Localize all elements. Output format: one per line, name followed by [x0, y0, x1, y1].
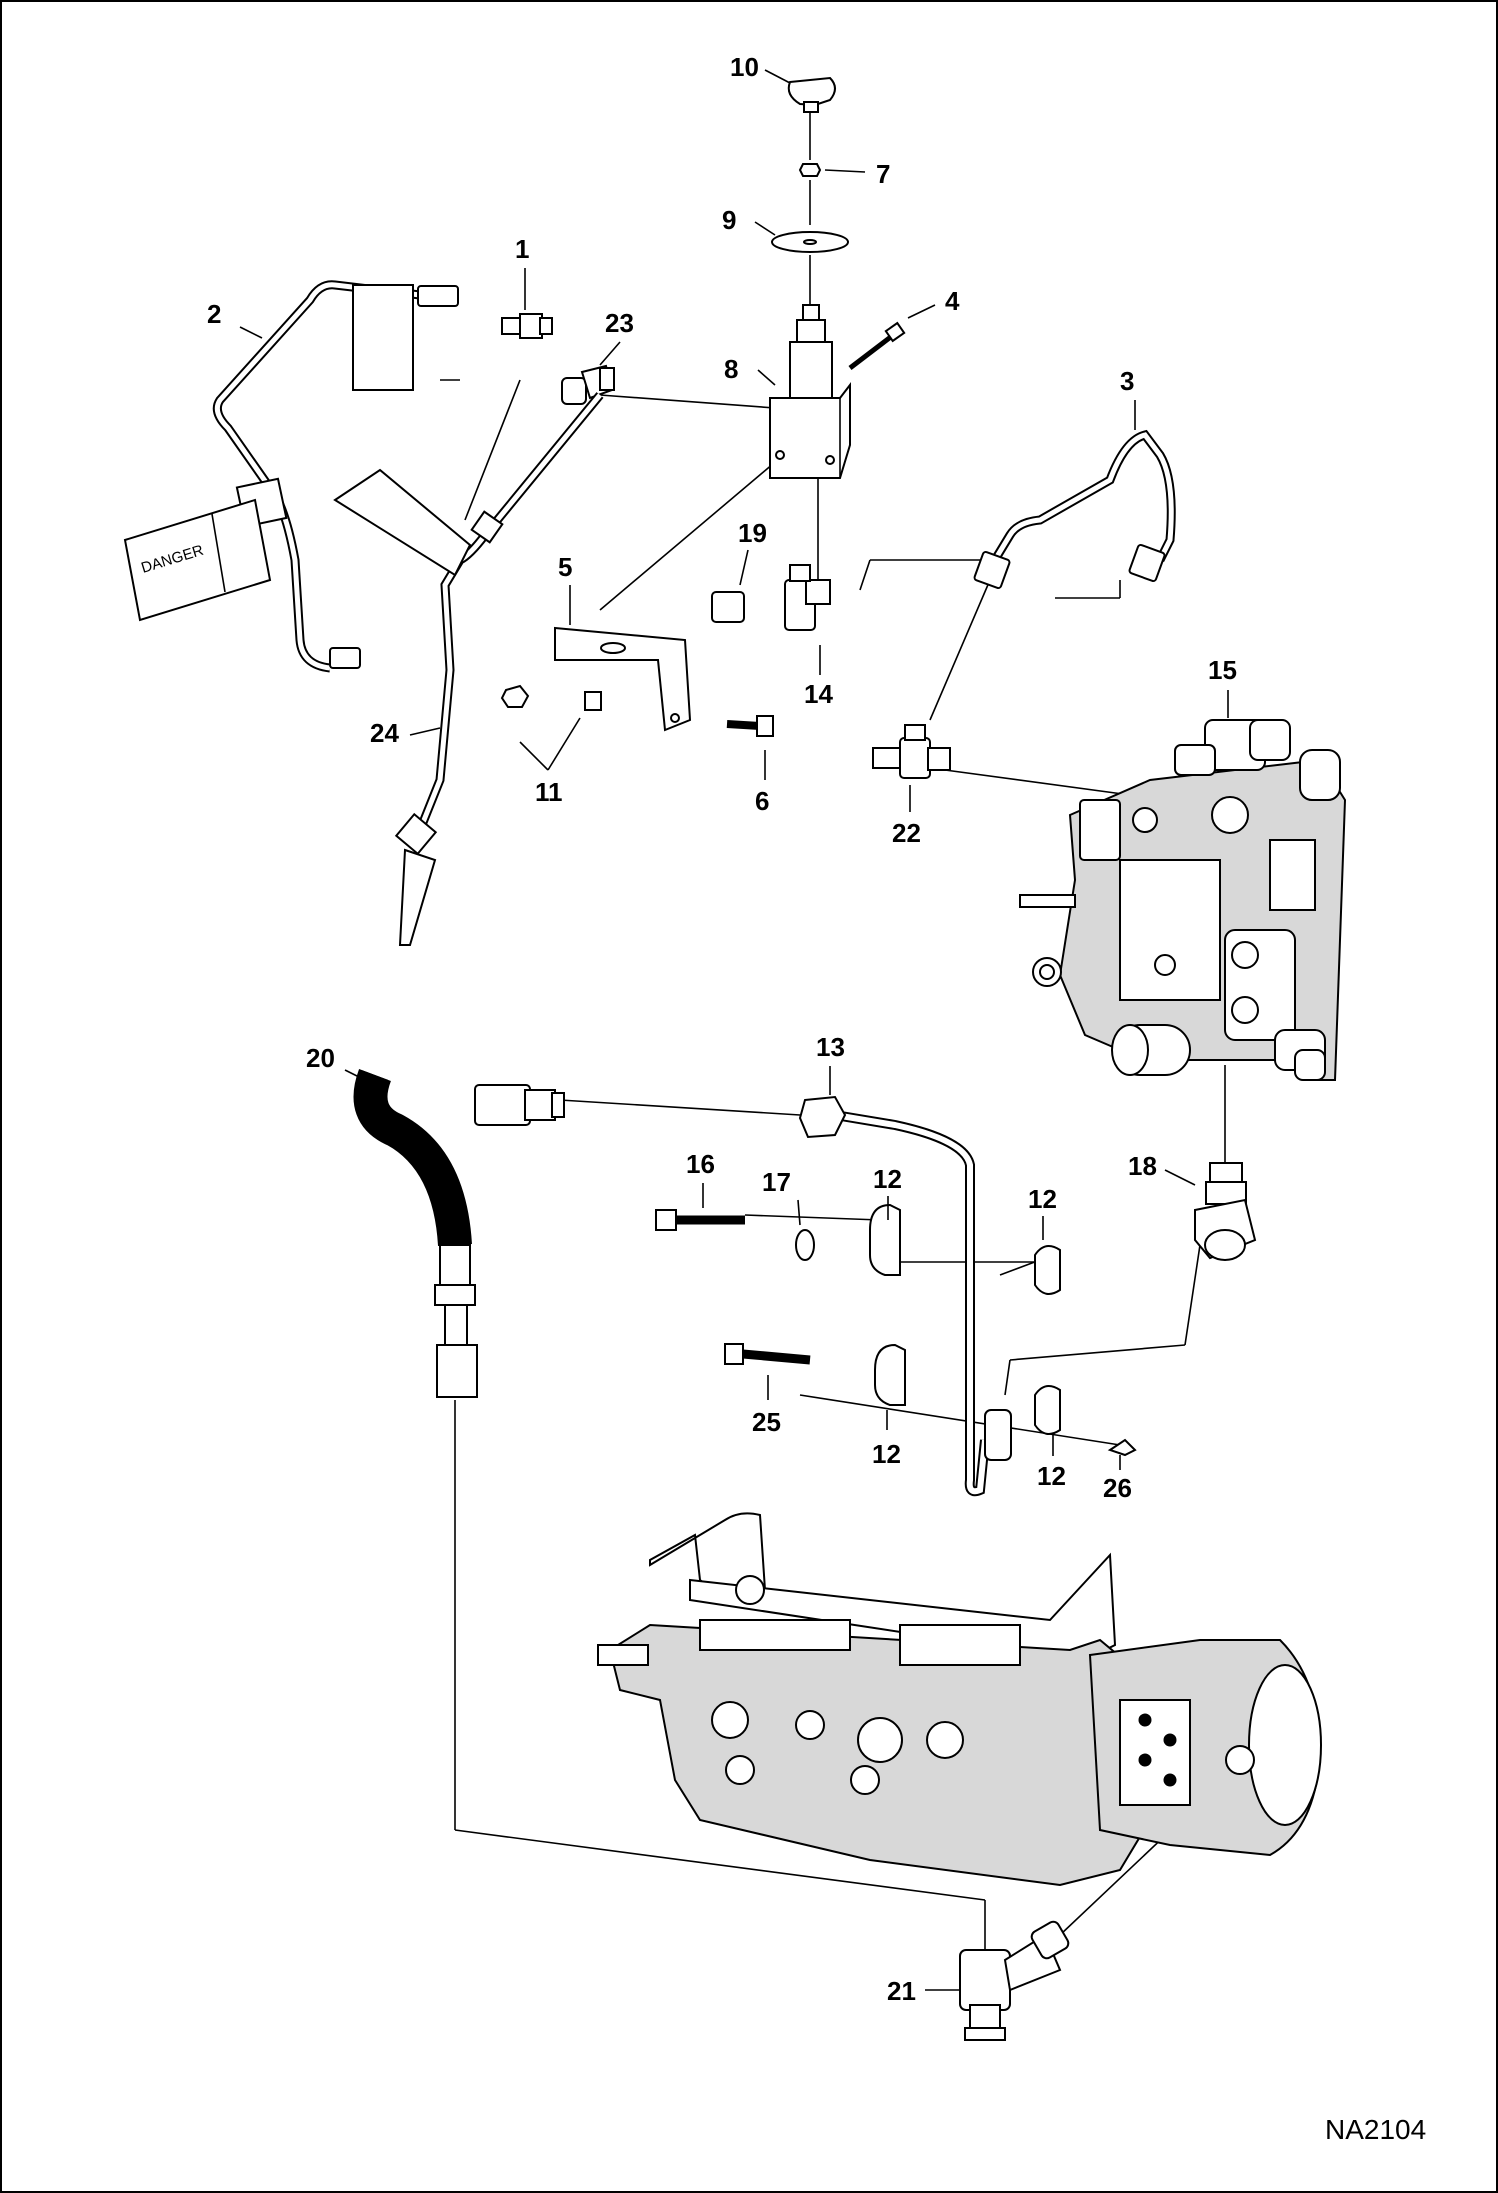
callout-26: 26 [1103, 1473, 1132, 1503]
callout-13: 13 [816, 1032, 845, 1062]
drawing-code: NA2104 [1325, 2114, 1426, 2145]
callout-leaders [239, 69, 1229, 1991]
elbow-fitting-part-18 [1194, 1162, 1257, 1261]
callout-22: 22 [892, 818, 921, 848]
bolt-part-4 [848, 321, 906, 370]
tee-fitting-part-21 [959, 1920, 1070, 2041]
callout-12-b: 12 [1028, 1184, 1057, 1214]
callout-10: 10 [730, 52, 759, 82]
tee-fitting-part-14 [784, 564, 831, 631]
fitting-part-1 [501, 313, 553, 339]
control-valve-assembly-part-15 [1019, 719, 1347, 1081]
valve-block-part-8 [769, 304, 851, 479]
callout-16: 16 [686, 1149, 715, 1179]
callout-14: 14 [804, 679, 833, 709]
callout-5: 5 [558, 552, 572, 582]
cap-part-19 [711, 591, 745, 623]
clamp-part-12-upper-right [1034, 1245, 1061, 1295]
callout-3: 3 [1120, 366, 1134, 396]
callout-6: 6 [755, 786, 769, 816]
hose-part-20 [353, 1069, 565, 1398]
callout-19: 19 [738, 518, 767, 548]
callout-labels: 10 7 9 1 2 4 23 8 3 19 5 15 14 24 11 6 2… [207, 52, 1237, 2006]
washer-part-9 [771, 231, 849, 253]
callout-11: 11 [535, 777, 563, 807]
callout-21: 21 [887, 1976, 916, 2006]
callout-8: 8 [724, 354, 738, 384]
elbow-fitting-part-23 [561, 364, 615, 405]
callout-15: 15 [1208, 655, 1237, 685]
callout-9: 9 [722, 205, 736, 235]
knob-part-10 [787, 76, 836, 113]
washer-part-17 [795, 1229, 815, 1261]
callout-24: 24 [370, 718, 399, 748]
clamp-part-12-upper-left [869, 1203, 901, 1276]
callout-12-d: 12 [1037, 1461, 1066, 1491]
tee-fitting-part-22 [872, 724, 951, 779]
tube-part-24 [333, 392, 604, 946]
callout-1: 1 [515, 234, 529, 264]
bracket-part-5 [554, 626, 692, 732]
callout-17: 17 [762, 1167, 791, 1197]
nuts-part-11 [500, 684, 602, 711]
callout-12-a: 12 [873, 1164, 902, 1194]
callout-4: 4 [945, 286, 960, 316]
callout-20: 20 [306, 1043, 335, 1073]
tube-part-2: DANGER [123, 280, 459, 673]
callout-25: 25 [752, 1407, 781, 1437]
hydrostatic-pump-assembly [597, 1512, 1322, 1887]
tube-part-13 [798, 1095, 1012, 1497]
callout-23: 23 [605, 308, 634, 338]
callout-12-c: 12 [872, 1439, 901, 1469]
bolt-part-25 [724, 1343, 811, 1365]
pin-part-26 [1107, 1438, 1137, 1457]
nut-part-7 [798, 163, 822, 177]
clamp-part-12-lower-left [874, 1343, 906, 1406]
callout-2: 2 [207, 299, 221, 329]
callout-7: 7 [876, 159, 890, 189]
callout-18: 18 [1128, 1151, 1157, 1181]
bolt-part-6 [726, 715, 774, 737]
tube-part-3 [973, 429, 1176, 590]
clamp-part-12-lower-right [1034, 1385, 1061, 1435]
leader-lines [440, 112, 1246, 1950]
bolt-part-16 [655, 1209, 745, 1231]
